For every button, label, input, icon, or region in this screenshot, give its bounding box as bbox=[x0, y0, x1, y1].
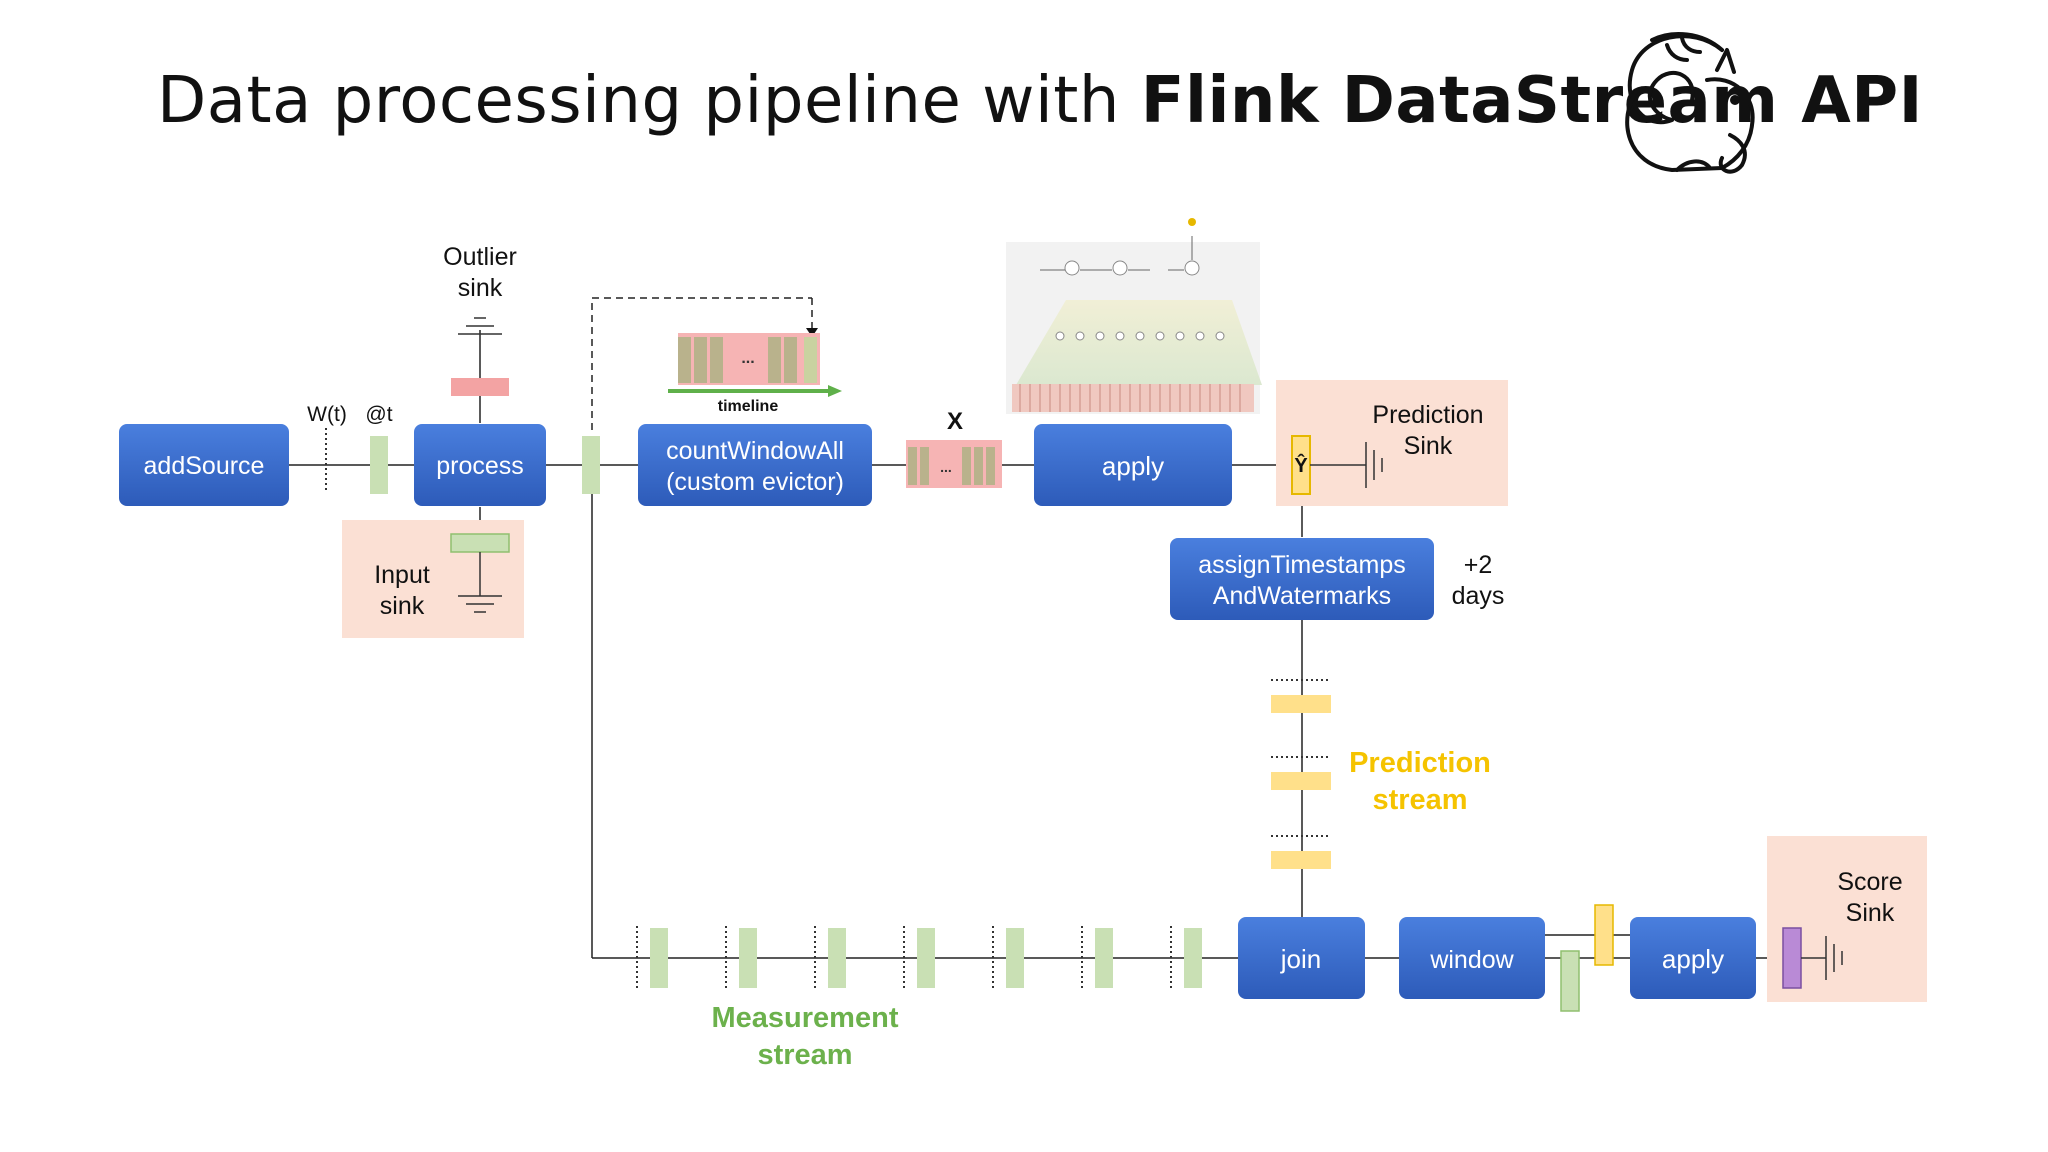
op-window[interactable]: window bbox=[1399, 917, 1545, 999]
op-countwindowall[interactable]: countWindowAll (custom evictor) bbox=[638, 424, 872, 506]
event-green-window-out bbox=[1560, 950, 1580, 1012]
y-hat-label: Ŷ bbox=[1294, 453, 1308, 477]
at-label: @t bbox=[365, 403, 392, 426]
measurement-stream-events bbox=[636, 926, 1202, 990]
prediction-sink-ground-icon bbox=[1310, 442, 1383, 488]
score-sink-line2: Sink bbox=[1846, 899, 1895, 927]
prediction-stream-line1: Prediction bbox=[1349, 747, 1491, 779]
page-title: Data processing pipeline with Flink Data… bbox=[157, 64, 1923, 138]
op-assigntimestamps-line1: assignTimestamps bbox=[1198, 551, 1405, 579]
feedback-arrowhead bbox=[806, 328, 818, 337]
input-sink-line1: Input bbox=[374, 561, 430, 589]
squirrel-logo-icon bbox=[1625, 32, 1755, 174]
op-addsource-label: addSource bbox=[144, 452, 265, 480]
title-bold: Flink DataStream API bbox=[1140, 64, 1923, 138]
timeline-label: timeline bbox=[718, 398, 779, 415]
op-apply-bottom[interactable]: apply bbox=[1630, 917, 1756, 999]
event-green-process-out bbox=[582, 436, 600, 494]
score-sink-ground-icon bbox=[1801, 936, 1843, 980]
x-buffer-icon bbox=[906, 440, 1002, 488]
score-sink-line1: Score bbox=[1837, 868, 1902, 896]
event-green-wt bbox=[370, 436, 388, 494]
input-sink-line2: sink bbox=[380, 592, 425, 620]
op-apply-bottom-label: apply bbox=[1662, 944, 1724, 974]
measurement-stream-line1: Measurement bbox=[712, 1002, 899, 1034]
window-buffer-icon bbox=[668, 333, 842, 397]
event-red-outlier bbox=[451, 378, 509, 396]
prediction-stream-events bbox=[1271, 679, 1331, 869]
op-window-label: window bbox=[1429, 946, 1514, 974]
plus-two-line2: days bbox=[1452, 582, 1505, 610]
x-label: X bbox=[947, 408, 963, 435]
prediction-sink-line2: Sink bbox=[1404, 432, 1453, 460]
op-countwindowall-line2: (custom evictor) bbox=[666, 468, 844, 496]
prediction-stream-line2: stream bbox=[1372, 784, 1467, 816]
op-process-label: process bbox=[436, 452, 524, 480]
outlier-sink-line1: Outlier bbox=[443, 243, 517, 271]
prediction-sink-line1: Prediction bbox=[1372, 401, 1483, 429]
title-normal: Data processing pipeline with bbox=[157, 64, 1141, 138]
event-yellow-window-out bbox=[1594, 904, 1614, 966]
event-green-input-front bbox=[450, 533, 510, 553]
measurement-stream-line2: stream bbox=[757, 1039, 852, 1071]
event-purple-score bbox=[1782, 927, 1802, 989]
op-countwindowall-line1: countWindowAll bbox=[666, 437, 844, 465]
outlier-sink-line2: sink bbox=[458, 274, 503, 302]
window-buffer-ellipsis: ... bbox=[741, 350, 754, 367]
prediction-sink-bg bbox=[1276, 380, 1508, 506]
op-apply-top-label: apply bbox=[1102, 451, 1164, 481]
op-apply-top[interactable]: apply bbox=[1034, 424, 1232, 506]
op-addsource[interactable]: addSource bbox=[119, 424, 289, 506]
op-join-label: join bbox=[1280, 944, 1321, 974]
op-join[interactable]: join bbox=[1238, 917, 1365, 999]
x-buffer-ellipsis: ... bbox=[940, 459, 952, 475]
input-sink-ground-icon bbox=[458, 552, 502, 613]
neural-network-diagram-icon bbox=[1006, 218, 1262, 414]
wt-label: W(t) bbox=[307, 403, 347, 426]
op-assigntimestamps[interactable]: assignTimestamps AndWatermarks bbox=[1170, 538, 1434, 620]
outlier-sink-ground-icon bbox=[458, 317, 502, 335]
op-process[interactable]: process bbox=[414, 424, 546, 506]
plus-two-line1: +2 bbox=[1464, 551, 1493, 579]
op-assigntimestamps-line2: AndWatermarks bbox=[1213, 582, 1391, 610]
